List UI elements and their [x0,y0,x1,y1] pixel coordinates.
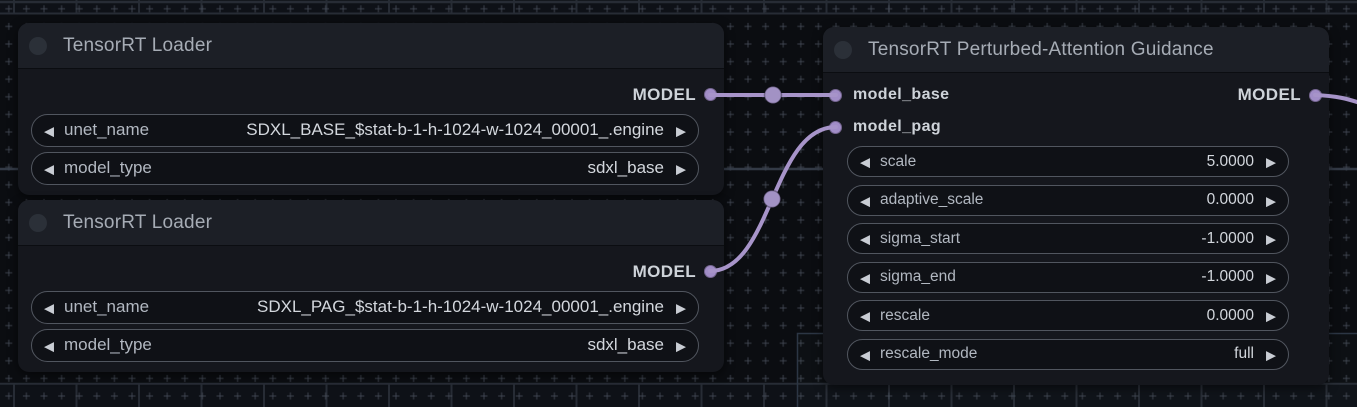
node-title: TensorRT Loader [63,34,213,56]
widget-rescale[interactable]: ◀ rescale 0.0000 ▶ [847,300,1289,331]
widget-unet-name[interactable]: ◀ unet_name SDXL_PAG_$stat-b-1-h-1024-w-… [31,290,699,324]
increment-arrow-icon[interactable]: ▶ [676,161,686,176]
widget-rescale-mode[interactable]: ◀ rescale_mode full ▶ [847,338,1289,370]
widget-label: unet_name [64,120,150,139]
widget-value: 5.0000 [1206,152,1254,170]
output-slot-model: MODEL [18,259,724,285]
output-label: MODEL [632,84,696,104]
decrement-arrow-icon[interactable]: ◀ [44,338,54,353]
node-tensorrt-loader-2[interactable]: TensorRT Loader MODEL ◀ unet_name SDXL_P… [18,200,724,372]
widget-adaptive-scale[interactable]: ◀ adaptive_scale 0.0000 ▶ [847,184,1289,216]
widget-value: SDXL_PAG_$stat-b-1-h-1024-w-1024_00001_.… [256,297,664,316]
input-label: model_pag [853,118,942,135]
output-slot-model: MODEL [823,82,1329,108]
widget-label: sigma_end [880,268,956,285]
output-slot-model: MODEL [18,82,724,108]
widget-label: rescale [880,306,930,324]
widget-value: sdxl_base [587,335,664,354]
output-port-model[interactable] [704,88,717,101]
increment-arrow-icon[interactable]: ▶ [1266,154,1276,170]
node-titlebar[interactable]: TensorRT Perturbed-Attention Guidance [823,27,1329,73]
node-title: TensorRT Loader [63,211,213,233]
decrement-arrow-icon[interactable]: ◀ [860,270,870,285]
collapse-dot-icon[interactable] [834,40,852,59]
input-slot-model-base: model_base [823,82,949,108]
increment-arrow-icon[interactable]: ▶ [1266,347,1276,362]
widget-label: model_type [64,158,152,177]
increment-arrow-icon[interactable]: ▶ [676,123,686,138]
widget-label: adaptive_scale [880,191,984,208]
increment-arrow-icon[interactable]: ▶ [676,338,686,353]
widget-value: sdxl_base [587,158,664,177]
collapse-dot-icon[interactable] [29,36,47,55]
decrement-arrow-icon[interactable]: ◀ [44,300,54,315]
input-port-model-base[interactable] [829,88,842,102]
decrement-arrow-icon[interactable]: ◀ [860,154,870,170]
decrement-arrow-icon[interactable]: ◀ [860,308,870,324]
widget-model-type[interactable]: ◀ model_type sdxl_base ▶ [31,151,699,185]
widget-unet-name[interactable]: ◀ unet_name SDXL_BASE_$stat-b-1-h-1024-w… [31,113,699,147]
collapse-dot-icon[interactable] [29,213,47,232]
increment-arrow-icon[interactable]: ▶ [1266,193,1276,208]
decrement-arrow-icon[interactable]: ◀ [860,231,870,247]
input-port-model-pag[interactable] [829,120,842,134]
output-port-model[interactable] [704,265,717,278]
widget-label: unet_name [64,297,150,316]
widget-value: -1.0000 [1201,229,1254,247]
increment-arrow-icon[interactable]: ▶ [1266,231,1276,247]
output-port-model[interactable] [1309,88,1322,102]
widget-model-type[interactable]: ◀ model_type sdxl_base ▶ [31,328,699,362]
output-label: MODEL [632,261,696,281]
widget-value: 0.0000 [1206,191,1254,208]
increment-arrow-icon[interactable]: ▶ [676,300,686,315]
input-label: model_base [853,86,950,103]
decrement-arrow-icon[interactable]: ◀ [44,161,54,176]
decrement-arrow-icon[interactable]: ◀ [860,347,870,362]
widget-label: model_type [64,335,152,354]
widget-sigma-end[interactable]: ◀ sigma_end -1.0000 ▶ [847,261,1289,293]
widget-label: scale [880,152,917,170]
increment-arrow-icon[interactable]: ▶ [1266,270,1276,285]
widget-value: -1.0000 [1201,268,1254,285]
node-tensorrt-perturbed-attention-guidance[interactable]: TensorRT Perturbed-Attention Guidance mo… [823,27,1329,385]
node-titlebar[interactable]: TensorRT Loader [18,200,724,246]
widget-sigma-start[interactable]: ◀ sigma_start -1.0000 ▶ [847,223,1289,254]
decrement-arrow-icon[interactable]: ◀ [860,193,870,208]
widget-value: full [1234,345,1254,362]
widget-scale[interactable]: ◀ scale 5.0000 ▶ [847,146,1289,177]
widget-value: SDXL_BASE_$stat-b-1-h-1024-w-1024_00001_… [246,120,664,139]
widget-label: rescale_mode [880,345,978,362]
node-titlebar[interactable]: TensorRT Loader [18,23,724,69]
widget-value: 0.0000 [1206,306,1254,324]
widget-label: sigma_start [880,229,961,247]
input-slot-model-pag: model_pag [823,114,941,140]
increment-arrow-icon[interactable]: ▶ [1266,308,1276,324]
decrement-arrow-icon[interactable]: ◀ [44,123,54,138]
node-title: TensorRT Perturbed-Attention Guidance [868,38,1214,60]
node-tensorrt-loader-1[interactable]: TensorRT Loader MODEL ◀ unet_name SDXL_B… [18,23,724,195]
output-label: MODEL [1237,85,1301,104]
